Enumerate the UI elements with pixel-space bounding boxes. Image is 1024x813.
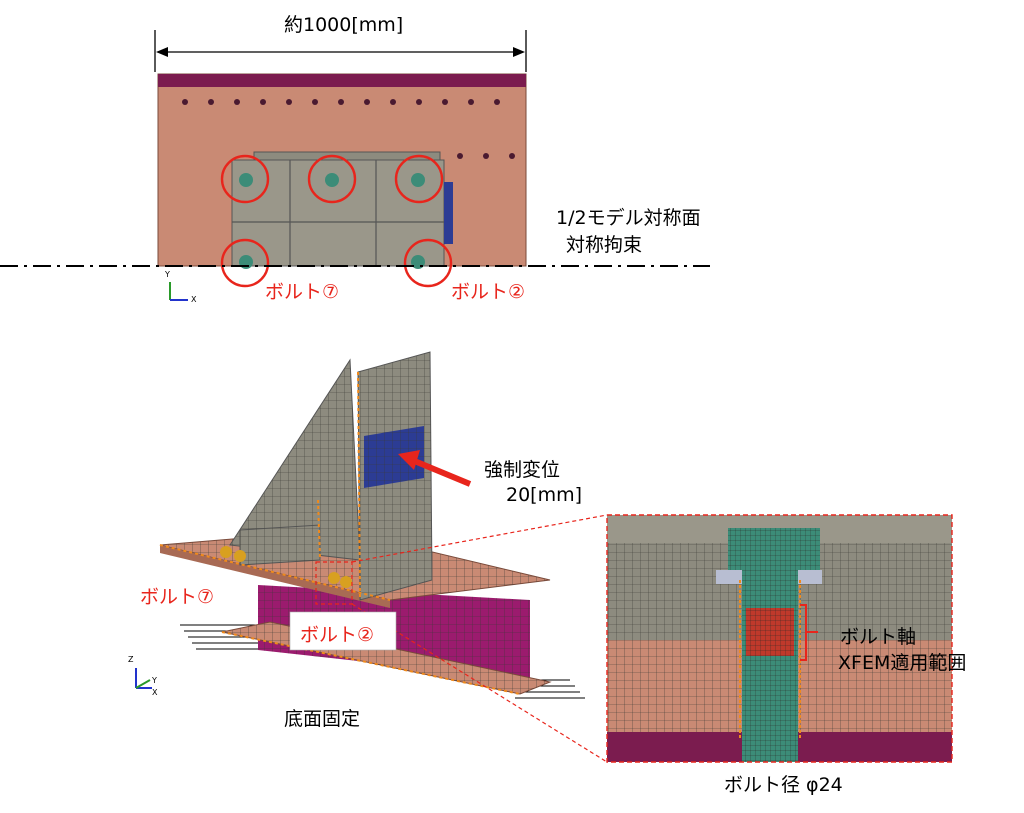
top-view (0, 30, 710, 301)
axis-x-iso: X (152, 688, 158, 697)
highlight-circles (220, 154, 453, 288)
axis-triad-top (169, 282, 188, 301)
dimension-label: 約1000[mm] (284, 14, 404, 36)
detail-view (607, 515, 952, 762)
dim-arrow-left (156, 47, 168, 57)
axis-z-iso: Z (128, 655, 134, 664)
symmetry-label-2: 対称拘束 (566, 234, 643, 256)
detail-frame (606, 514, 953, 763)
forced-disp-label-1: 強制変位 (484, 459, 561, 481)
bolt2-label-top: ボルト② (451, 281, 526, 303)
bolt-cluster (220, 546, 352, 588)
forced-disp-arrow (410, 457, 472, 487)
shaft-label-2: XFEM適用範囲 (838, 652, 967, 674)
bolts-top (239, 173, 425, 269)
bottom-fixed-label: 底面固定 (284, 708, 361, 730)
iso-view (135, 351, 608, 763)
bolt2-label-box (289, 611, 397, 651)
shaft-label-1: ボルト軸 (840, 626, 917, 648)
detail-source-box (315, 561, 353, 605)
axis-y-top: Y (165, 270, 170, 279)
axis-y-iso: Y (152, 676, 157, 685)
bolt2-label-iso: ボルト② (300, 624, 375, 646)
forced-disp-label-2: 20[mm] (506, 484, 583, 506)
axis-x-top: X (191, 295, 197, 304)
diameter-label: ボルト径 φ24 (724, 774, 843, 796)
bolt-hole-row (182, 99, 515, 159)
flange-strip (158, 74, 526, 87)
bolt7-label-iso: ボルト⑦ (140, 586, 215, 608)
dim-arrow-right (513, 47, 525, 57)
detail-leader-top (351, 514, 608, 563)
axis-triad-iso (135, 668, 152, 689)
load-block-top (444, 182, 453, 244)
bc-markers (159, 371, 521, 695)
symmetry-label-1: 1/2モデル対称面 (556, 207, 701, 229)
bolt7-label-top: ボルト⑦ (265, 281, 340, 303)
xfem-bracket (800, 604, 818, 661)
